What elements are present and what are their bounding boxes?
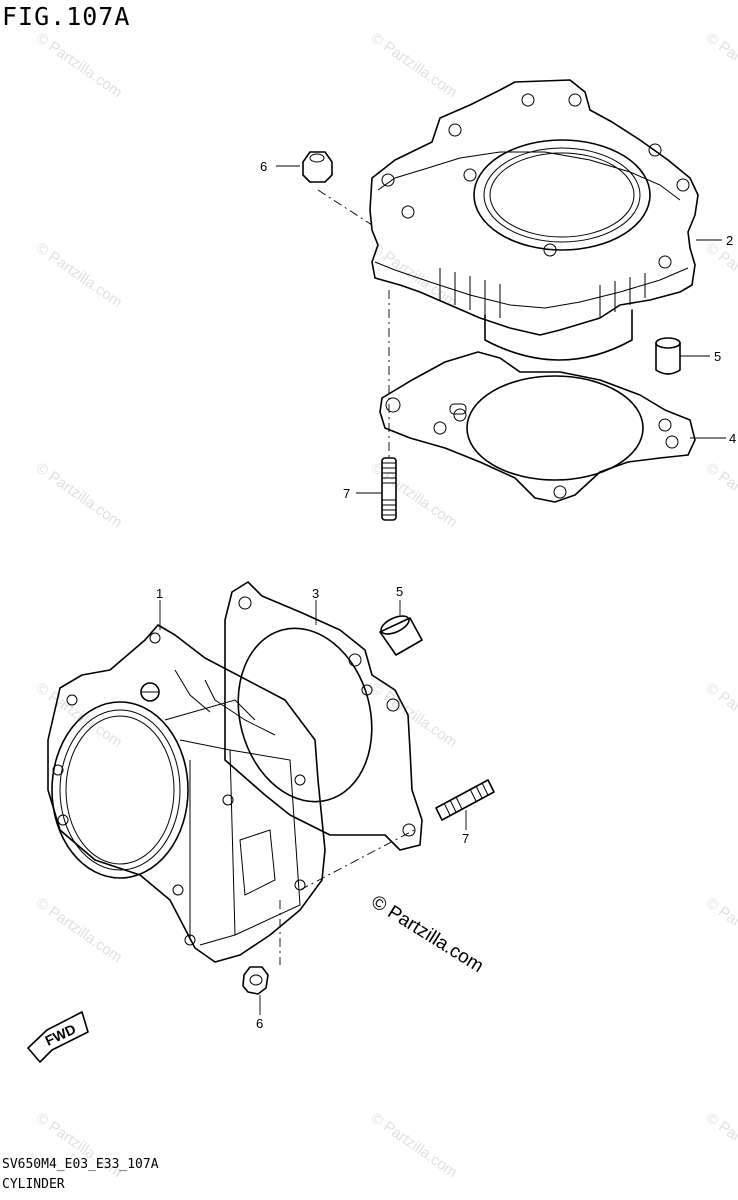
- nut-lower: [242, 966, 269, 995]
- watermark: © Partzilla.com: [368, 1109, 461, 1181]
- lower-cylinder-assembly: FWD © Partzilla.com: [27, 581, 495, 1063]
- callout-3: 3: [312, 586, 319, 601]
- watermark: © Partzilla.com: [33, 459, 126, 531]
- callout-5: 5: [714, 349, 721, 364]
- figure-name: CYLINDER: [2, 1177, 65, 1192]
- upper-cylinder-assembly: [276, 79, 726, 521]
- callout-4: 4: [729, 431, 736, 446]
- callout-6: 6: [260, 159, 267, 174]
- stud-bolt-lower: [435, 779, 495, 821]
- nut-upper: [302, 151, 333, 183]
- callout-2: 2: [726, 233, 733, 248]
- stud-bolt-upper: [381, 457, 397, 521]
- watermark: © Partzilla.com: [368, 29, 461, 101]
- callout-5-lower: 5: [396, 584, 403, 599]
- figure-code: SV650M4_E03_E33_107A: [2, 1157, 159, 1172]
- watermark-layer: © Partzilla.com © Partzilla.com © Partzi…: [33, 29, 738, 1181]
- fwd-label: FWD: [43, 1021, 79, 1049]
- figure-title: FIG.107A: [2, 2, 131, 31]
- callout-7-lower: 7: [462, 831, 469, 846]
- dowel-pin-lower: [379, 615, 423, 656]
- watermark: © Partzilla.com: [368, 239, 461, 311]
- cylinder-gasket-lower: [224, 581, 423, 851]
- callout-6-lower: 6: [256, 1016, 263, 1031]
- callout-7: 7: [343, 486, 350, 501]
- watermark: © Partzilla.com: [703, 459, 738, 531]
- fwd-arrow-icon: FWD: [27, 1011, 89, 1063]
- watermark: © Partzilla.com: [703, 679, 738, 751]
- watermark: © Partzilla.com: [368, 679, 461, 751]
- watermark: © Partzilla.com: [33, 239, 126, 311]
- watermark: © Partzilla.com: [703, 894, 738, 966]
- watermark: © Partzilla.com: [33, 29, 126, 101]
- watermark: © Partzilla.com: [33, 679, 126, 751]
- watermark: © Partzilla.com: [703, 1109, 738, 1181]
- cylinder-gasket-upper: [379, 351, 696, 503]
- watermark: © Partzilla.com: [703, 29, 738, 101]
- partzilla-watermark: © Partzilla.com: [367, 891, 487, 977]
- cylinder-top-view: [369, 79, 699, 361]
- watermark: © Partzilla.com: [33, 894, 126, 966]
- cylinder-side-view: [47, 624, 326, 963]
- callout-1: 1: [156, 586, 163, 601]
- watermark: © Partzilla.com: [703, 239, 738, 311]
- dowel-pin-upper: [655, 337, 681, 375]
